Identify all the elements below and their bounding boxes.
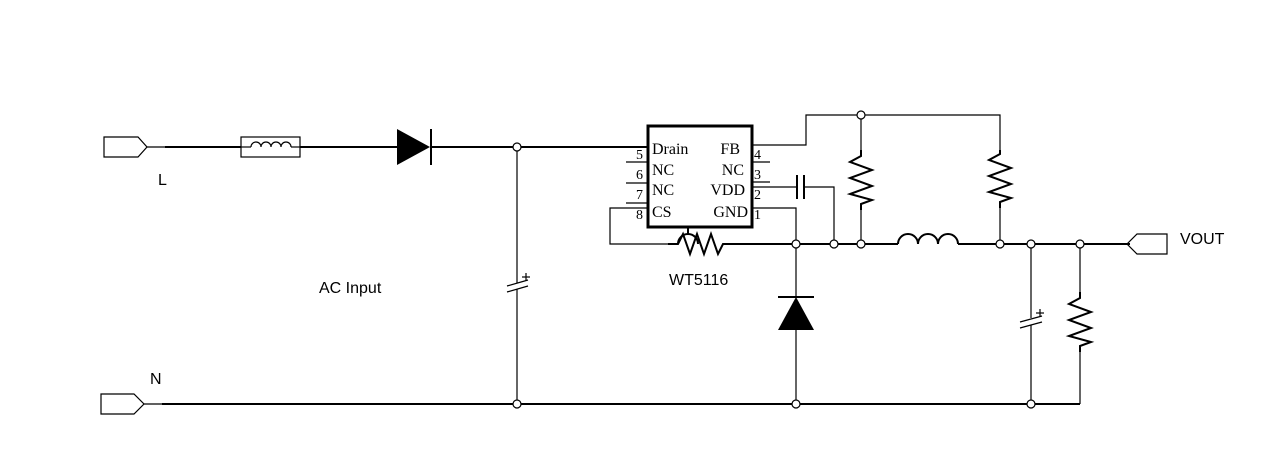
pin-7-number: 7 <box>636 188 643 203</box>
wire-vdd-cap-right <box>804 186 835 244</box>
pin-6-name: NC <box>652 162 674 179</box>
pin-8-number: 8 <box>636 208 643 223</box>
pin-2-name: VDD <box>710 182 745 199</box>
pin-5-number: 5 <box>636 148 643 163</box>
pin-1-number: 1 <box>754 208 761 223</box>
output-capacitor-symbol <box>1019 309 1044 329</box>
pin-2-number: 2 <box>754 188 761 203</box>
load-resistor-symbol <box>1065 292 1095 352</box>
port-vout-label: VOUT <box>1180 231 1225 248</box>
port-N-label: N <box>150 371 162 388</box>
fuse-symbol <box>240 136 301 158</box>
port-vout <box>1110 233 1168 255</box>
sense-resistor-symbol <box>668 230 748 258</box>
pin-5-name: Drain <box>652 141 688 158</box>
wire-fb-top <box>752 114 1001 150</box>
fb-resistor-1-symbol <box>846 150 876 210</box>
port-N <box>100 393 162 415</box>
pin-7-name: NC <box>652 182 674 199</box>
fb-resistor-2-symbol <box>985 150 1015 208</box>
wire-cs-loop <box>609 207 668 245</box>
pin-8-name: CS <box>652 204 672 221</box>
pin-4-name: FB <box>720 141 740 158</box>
pin-3-number: 3 <box>754 168 761 183</box>
ic-body <box>646 124 754 229</box>
freewheel-diode-symbol <box>778 296 814 330</box>
output-inductor-symbol <box>897 233 959 245</box>
port-L <box>103 136 165 158</box>
pin-6-number: 6 <box>636 168 643 183</box>
pin-1-name: GND <box>713 204 748 221</box>
ic-name-label: WT5116 <box>669 272 728 289</box>
pin-4-number: 4 <box>754 148 761 163</box>
port-L-label: L <box>158 172 167 189</box>
wire-pin1-switch <box>752 207 797 244</box>
ac-input-label: AC Input <box>319 280 382 297</box>
junction-dots <box>512 110 1085 409</box>
bulk-capacitor-symbol <box>506 273 530 293</box>
input-diode-symbol <box>397 129 432 165</box>
vdd-capacitor-symbol <box>796 175 805 199</box>
pin-3-name: NC <box>722 162 744 179</box>
